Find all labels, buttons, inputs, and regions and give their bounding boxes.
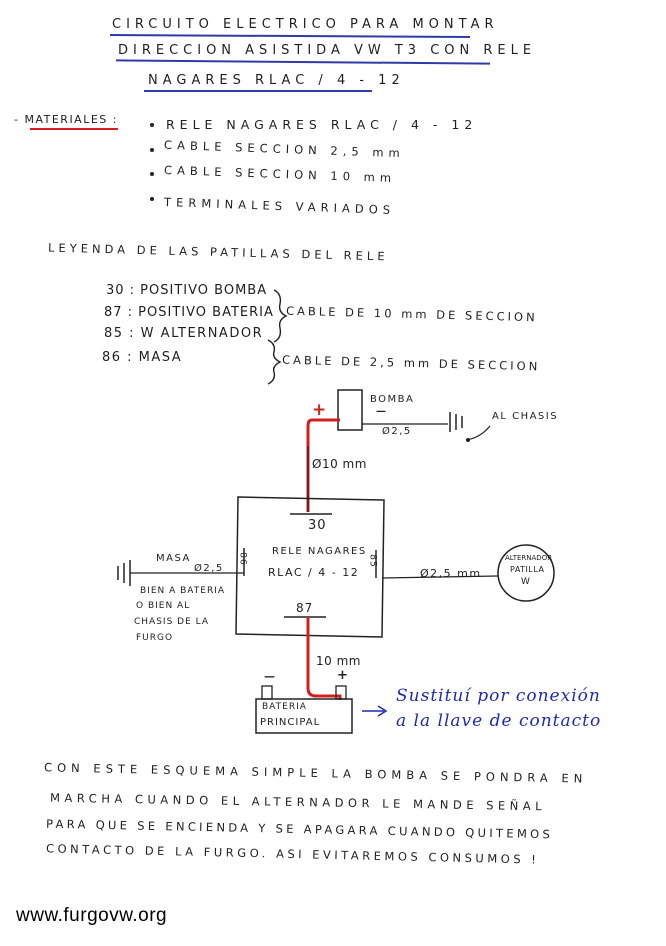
battery-terminal-positive — [335, 685, 347, 700]
materials-heading: - MATERIALES : — [14, 113, 118, 126]
alternator-label-2: PATILLA — [510, 565, 545, 574]
pump-box — [337, 389, 363, 431]
bullet-dot — [150, 123, 154, 127]
battery-terminal-negative — [261, 685, 273, 700]
bullet-dot — [150, 148, 154, 152]
legend-pin-86: 86 : MASA — [102, 350, 183, 365]
masa-label: MASA — [156, 553, 191, 564]
chasis-label: AL CHASIS — [492, 411, 559, 422]
battery-label-1: BATERIA — [262, 702, 307, 712]
alternator-wire — [381, 575, 499, 579]
alternator-cable-label: Ø2,5 mm — [420, 567, 482, 580]
title-line-3: NAGARES RLAC / 4 - 12 — [148, 73, 405, 88]
masa-cable-label: Ø2,5 — [194, 563, 224, 574]
blue-note-line-2: a la llave de contacto — [396, 711, 602, 731]
legend-pin-85: 85 : W ALTERNADOR — [104, 326, 264, 341]
blue-arrow-head — [377, 705, 388, 717]
battery-body — [255, 698, 353, 734]
cable-10-top-label: Ø10 mm — [312, 457, 367, 471]
title-underline-3 — [144, 90, 372, 92]
bullet-dot — [150, 197, 154, 201]
chasis-pointer — [465, 425, 491, 441]
masa-note-line-4: FURGO — [136, 633, 174, 643]
alternator-label-1: ALTERNADOR — [505, 554, 553, 562]
masa-note-line-2: O BIEN AL — [136, 601, 191, 611]
chasis-pointer-dot — [466, 438, 470, 442]
relay-pin-86-label: 86 — [237, 552, 248, 566]
wire-pump-relay — [306, 418, 340, 512]
bullet-dot — [150, 172, 154, 176]
relay-label-2: RLAC / 4 - 12 — [268, 566, 360, 579]
title-line-2: DIRECCION ASISTIDA VW T3 CON RELE — [118, 43, 537, 58]
alternator-circle — [497, 544, 555, 602]
masa-note-line-1: BIEN A BATERIA — [140, 586, 226, 596]
battery-label-2: PRINCIPAL — [260, 717, 321, 728]
relay-box — [235, 496, 385, 638]
battery-plus-sign: + — [337, 668, 351, 683]
alternator-label-3: W — [521, 577, 530, 587]
blue-note-line-1: Sustituí por conexión — [396, 686, 601, 706]
battery-minus-sign: — — [264, 670, 278, 683]
material-item-1: RELE NAGARES RLAC / 4 - 12 — [166, 117, 478, 132]
legend-pin-87: 87 : POSITIVO BATERIA — [104, 305, 274, 320]
footer-url: www.furgovw.org — [16, 905, 168, 926]
masa-note-line-3: CHASIS DE LA — [134, 617, 210, 627]
pump-cable-label: Ø2,5 — [382, 426, 412, 437]
materials-heading-underline — [30, 128, 118, 130]
wire-relay-battery — [306, 617, 342, 700]
relay-pin-30-label: 30 — [308, 518, 327, 533]
brace-group2 — [267, 339, 282, 385]
relay-pin-87-label: 87 — [296, 601, 314, 615]
pump-minus-sign: — — [376, 406, 388, 417]
pump-plus-sign: + — [312, 400, 330, 420]
relay-label-1: RELE NAGARES — [272, 546, 367, 557]
cable-10-bottom-label: 10 mm — [316, 654, 361, 668]
legend-pin-30: 30 : POSITIVO BOMBA — [106, 283, 268, 298]
relay-pin-85-label: 85 — [367, 554, 378, 568]
title-line-1: CIRCUITO ELECTRICO PARA MONTAR — [112, 17, 499, 32]
pump-label: BOMBA — [370, 394, 415, 405]
brace-group1 — [273, 289, 288, 343]
